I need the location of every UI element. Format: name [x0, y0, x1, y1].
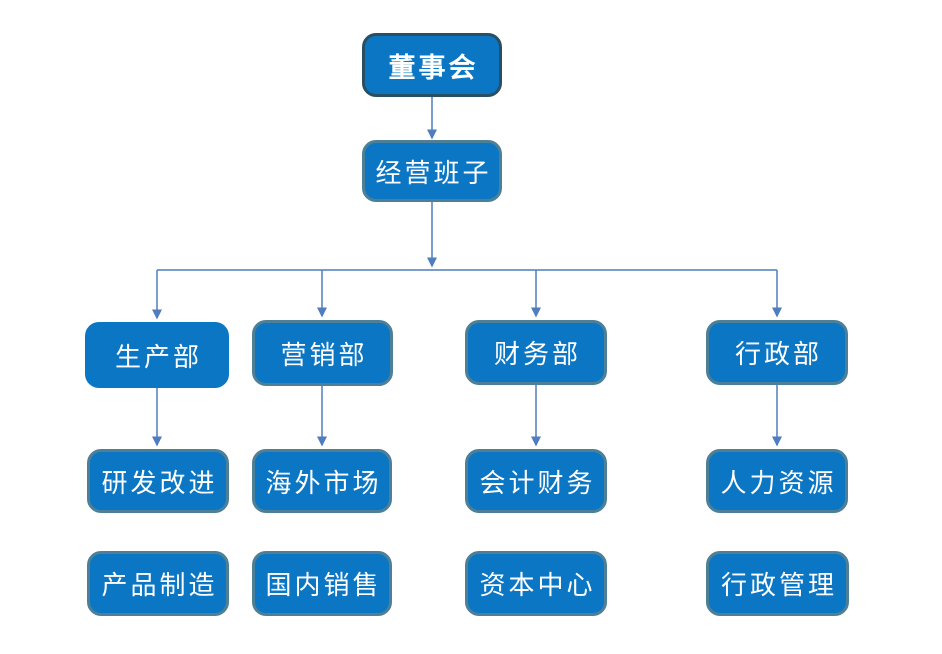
- org-node-admin[interactable]: 行政部: [706, 320, 848, 385]
- org-node-manufacturing-label: 产品制造: [101, 571, 218, 600]
- org-node-management-label: 经营班子: [375, 158, 492, 188]
- org-node-overseas[interactable]: 海外市场: [252, 449, 392, 513]
- org-node-domestic[interactable]: 国内销售: [252, 551, 392, 616]
- org-node-adminmgmt[interactable]: 行政管理: [706, 551, 849, 616]
- org-node-accounting-label: 会计财务: [479, 468, 596, 498]
- org-node-finance-label: 财务部: [493, 340, 581, 369]
- org-node-production-label: 生产部: [114, 342, 202, 372]
- org-node-hr-label: 人力资源: [720, 468, 837, 498]
- org-node-hr[interactable]: 人力资源: [706, 449, 848, 513]
- org-node-production[interactable]: 生产部: [85, 322, 229, 388]
- org-node-marketing-label: 营销部: [280, 340, 368, 370]
- org-node-manufacturing[interactable]: 产品制造: [87, 551, 229, 616]
- org-node-marketing[interactable]: 营销部: [252, 320, 393, 386]
- org-node-domestic-label: 国内销售: [265, 571, 382, 600]
- org-node-capital[interactable]: 资本中心: [465, 551, 607, 616]
- org-node-rd-label: 研发改进: [101, 468, 218, 498]
- org-node-management[interactable]: 经营班子: [362, 140, 502, 202]
- org-node-capital-label: 资本中心: [479, 571, 596, 600]
- org-node-finance[interactable]: 财务部: [465, 320, 607, 385]
- org-node-overseas-label: 海外市场: [265, 468, 382, 498]
- org-node-admin-label: 行政部: [734, 340, 822, 369]
- org-node-adminmgmt-label: 行政管理: [720, 571, 837, 600]
- org-node-board-label: 董事会: [388, 52, 479, 83]
- org-node-accounting[interactable]: 会计财务: [465, 449, 607, 513]
- org-node-rd[interactable]: 研发改进: [87, 449, 229, 513]
- org-node-board[interactable]: 董事会: [362, 33, 502, 97]
